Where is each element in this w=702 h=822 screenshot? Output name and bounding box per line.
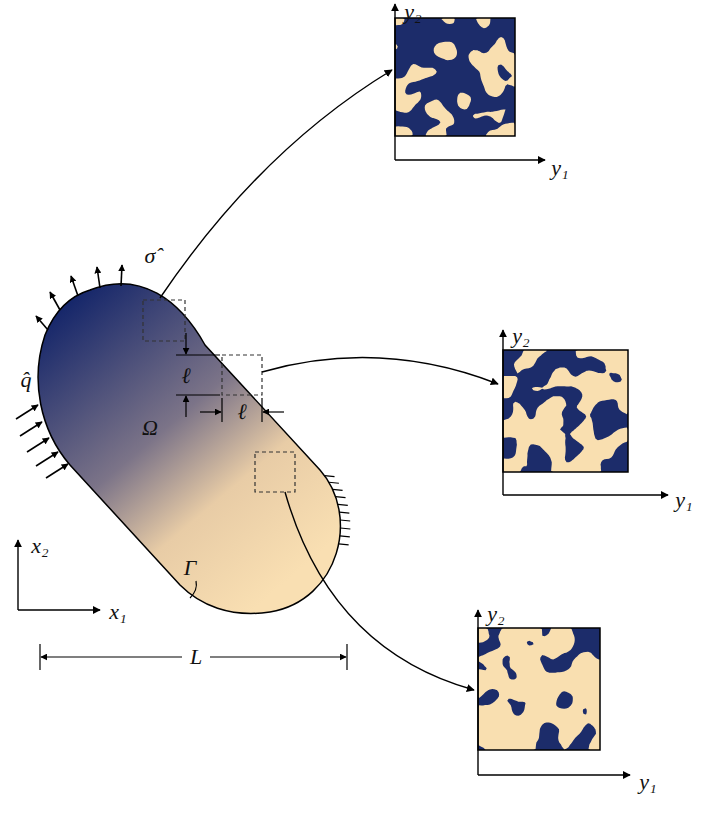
length-dimension <box>40 644 347 670</box>
sample-cells <box>143 300 295 492</box>
support-tick <box>333 489 343 490</box>
microstructure <box>478 628 600 750</box>
length-label: L <box>190 646 202 668</box>
local-axes <box>395 4 668 775</box>
support-tick <box>338 504 348 505</box>
flux-arrows <box>16 405 68 478</box>
domain-body <box>38 284 340 614</box>
support-tick <box>325 476 335 477</box>
axis-label: y₁ <box>675 489 692 511</box>
cell-border <box>478 628 600 750</box>
axis-label: y₁ <box>551 157 568 179</box>
inclusion-phase <box>478 628 600 750</box>
matrix-phase <box>478 628 600 750</box>
cell-size-label: ℓ <box>181 365 190 387</box>
zoom-arrows <box>160 70 498 690</box>
axis-label: y₂ <box>512 325 529 347</box>
inclusion-phase <box>503 350 628 472</box>
axis-label: y₂ <box>487 603 504 625</box>
support-tick <box>340 520 350 521</box>
traction-label: σ̂ <box>145 245 156 267</box>
domain-label: Ω <box>142 417 158 439</box>
matrix-phase <box>503 350 628 472</box>
boundary-leader <box>190 581 196 598</box>
cell-border <box>503 350 628 472</box>
flux-label: q̂ <box>21 369 32 391</box>
traction-arrows <box>36 265 122 330</box>
inclusion-phase <box>395 18 515 136</box>
cell-size-dimension <box>176 333 284 422</box>
axis-label: x₁ <box>109 601 126 623</box>
support-tick <box>339 544 349 545</box>
global-axes <box>18 540 100 610</box>
support-tick <box>340 536 350 537</box>
support-tick <box>329 482 339 483</box>
cell-size-label: ℓ <box>237 401 246 423</box>
axis-label: y₂ <box>404 1 421 23</box>
axis-label: y₁ <box>639 771 656 793</box>
matrix-phase <box>395 18 515 136</box>
microstructure <box>503 350 628 472</box>
fixed-support <box>325 476 351 545</box>
support-tick <box>339 512 349 513</box>
boundary-label: Γ <box>184 557 197 579</box>
microstructure <box>395 18 515 136</box>
support-tick <box>336 497 346 498</box>
axis-label: x₂ <box>31 535 48 557</box>
support-tick <box>340 528 350 529</box>
cell-border <box>395 18 515 136</box>
